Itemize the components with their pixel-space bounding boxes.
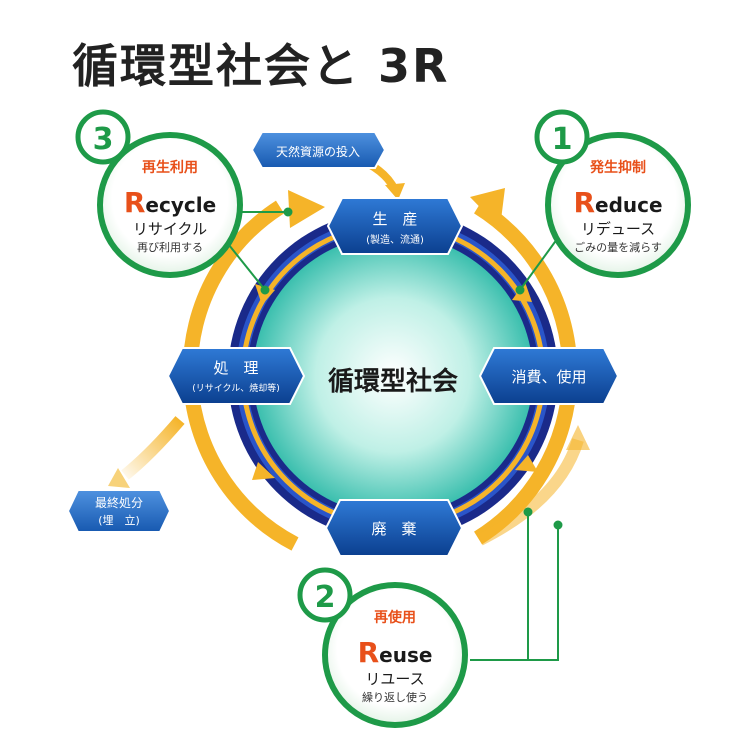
reduce-number: 1: [552, 122, 573, 157]
recycle-tag: 再生利用: [142, 159, 198, 176]
reduce-tag: 発生抑制: [589, 159, 646, 176]
reduce-circle: 1 発生抑制 Reduce リデュース ごみの量を減らす: [534, 109, 691, 278]
inner-arrow: [515, 455, 538, 472]
center-core: [253, 235, 533, 515]
page-title: 循環型社会と 3R: [72, 39, 450, 93]
connector-lines: [224, 207, 563, 661]
recycle-kana: リサイクル: [133, 220, 207, 238]
number-badge: [297, 567, 353, 623]
input-label: 天然資源の投入: [276, 144, 360, 159]
reduce-desc: ごみの量を減らす: [574, 240, 662, 254]
stage-treatment: 処 理 (リサイクル、焼却等): [166, 347, 306, 405]
reuse-number: 2: [315, 580, 336, 615]
recycle-english: Recycle: [124, 186, 216, 219]
inner-arrow: [252, 462, 275, 480]
recycle-connector-2: [224, 239, 266, 291]
reuse-english: Reuse: [358, 636, 433, 669]
reduce-connector: [519, 234, 561, 291]
central-rings: 循環型社会: [228, 210, 558, 540]
production-sub: (製造、流通): [366, 233, 424, 246]
disposal-label: 廃 棄: [371, 520, 416, 538]
stage-disposal: 廃 棄: [324, 499, 464, 557]
reuse-desc: 繰り返し使う: [362, 690, 428, 704]
arrow-head: [385, 183, 405, 200]
recycle-desc: 再び利用する: [137, 241, 203, 254]
reuse-return-arrow: [477, 438, 584, 546]
final-disposal-box: 最終処分 (埋 立): [66, 489, 172, 533]
arrow-head: [470, 188, 505, 228]
consumption-label: 消費、使用: [511, 368, 586, 386]
recycle-number: 3: [93, 122, 114, 157]
reuse-tag: 再使用: [374, 609, 416, 626]
final-disposal-line2: (埋 立): [98, 513, 140, 527]
stage-production: 生 産 (製造、流通): [326, 197, 464, 255]
arrow-head: [566, 425, 590, 450]
production-label: 生 産: [372, 210, 417, 228]
arrow-head: [108, 468, 130, 488]
number-badge: [75, 109, 131, 165]
reduce-english: Reduce: [573, 186, 662, 219]
natural-resource-input: 天然資源の投入: [250, 131, 387, 169]
recycle-circle: 3 再生利用 Recycle リサイクル 再び利用する: [75, 109, 243, 278]
number-badge: [534, 109, 590, 165]
reduce-kana: リデュース: [581, 220, 655, 238]
final-disposal-line1: 最終処分: [95, 495, 143, 510]
treatment-label: 処 理: [213, 359, 258, 377]
reuse-kana: リユース: [365, 670, 424, 688]
reuse-connector-1: [470, 525, 559, 661]
arrow-head: [288, 190, 325, 228]
stage-consumption: 消費、使用: [478, 347, 620, 405]
treatment-sub: (リサイクル、焼却等): [192, 382, 280, 394]
final-disposal-arrow: [121, 416, 185, 480]
center-label: 循環型社会: [328, 366, 458, 397]
reuse-circle: 2 再使用 Reuse リユース 繰り返し使う: [297, 567, 468, 728]
